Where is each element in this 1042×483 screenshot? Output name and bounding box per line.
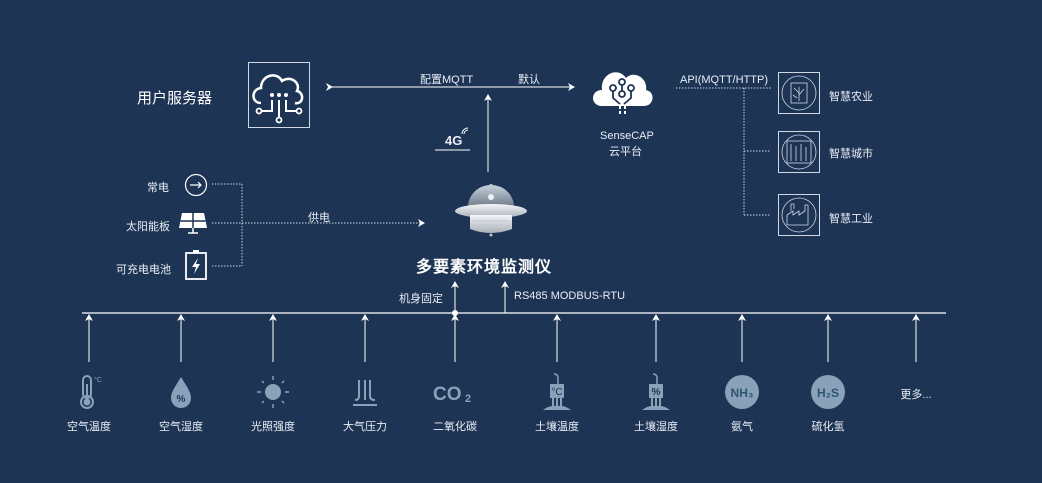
sensor-label: 二氧化碳: [433, 421, 477, 433]
mqtt-config-label: 配置MQTT: [420, 74, 474, 86]
api-label: API(MQTT/HTTP): [680, 74, 768, 86]
sensor-label: 大气压力: [343, 421, 387, 433]
api-target-label: 智慧城市: [829, 148, 873, 160]
sensor-label: 氨气: [731, 421, 753, 433]
svg-text:°C: °C: [551, 387, 562, 398]
thermometer-icon: °C: [69, 372, 109, 417]
api-target-label: 智慧工业: [829, 213, 873, 225]
mains-power-icon: [184, 173, 208, 197]
svg-text:%: %: [177, 394, 186, 405]
sun-icon: [253, 372, 293, 417]
sensor-label: 土壤湿度: [634, 421, 678, 433]
svg-text:H₂S: H₂S: [817, 386, 839, 400]
sensor-label: 光照强度: [251, 421, 295, 433]
sensor-label: 硫化氢: [811, 421, 845, 433]
pressure-icon: [345, 372, 385, 417]
network-4g-label: 4G: [445, 133, 463, 148]
cloud-subtitle: 云平台: [609, 146, 642, 158]
svg-text:CO: CO: [433, 384, 462, 405]
power-source-label: 太阳能板: [126, 221, 170, 233]
signal-wave-icon: [461, 127, 469, 135]
sensor-label: 空气温度: [67, 421, 111, 433]
power-source-label: 常电: [147, 182, 169, 194]
power-supply-label: 供电: [308, 212, 330, 224]
svg-text:NH₃: NH₃: [731, 386, 754, 400]
weather-station-device: [455, 184, 527, 237]
protocol-label: RS485 MODBUS-RTU: [514, 290, 626, 302]
cloud-circuit-icon: [248, 62, 310, 128]
svg-text:2: 2: [465, 393, 471, 405]
rechargeable-battery-icon: [185, 250, 207, 280]
h2s-icon: H₂S: [808, 372, 848, 417]
power-source-label: 可充电电池: [116, 264, 171, 276]
svg-text:%: %: [652, 387, 661, 398]
sensecap-cloud-icon: [593, 72, 653, 114]
mount-label: 机身固定: [399, 293, 443, 305]
humidity-drop-icon: %: [161, 372, 201, 417]
svg-text:°C: °C: [94, 376, 102, 384]
solar-panel-icon: [179, 213, 207, 234]
sensor-label: 土壤温度: [535, 421, 579, 433]
more-label[interactable]: 更多...: [900, 389, 932, 401]
sensor-label: 空气湿度: [159, 421, 203, 433]
user-server-label: 用户服务器: [137, 90, 213, 107]
smart-industry-icon: [778, 194, 820, 236]
device-title: 多要素环境监测仪: [416, 259, 553, 276]
default-label: 默认: [518, 74, 540, 86]
nh3-icon: NH₃: [722, 372, 762, 417]
cloud-name: SenseCAP: [600, 130, 654, 142]
smart-agriculture-icon: [778, 72, 820, 114]
soil-temperature-icon: °C: [537, 372, 577, 417]
api-target-label: 智慧农业: [829, 91, 873, 103]
smart-city-icon: [778, 131, 820, 173]
soil-humidity-icon: %: [636, 372, 676, 417]
